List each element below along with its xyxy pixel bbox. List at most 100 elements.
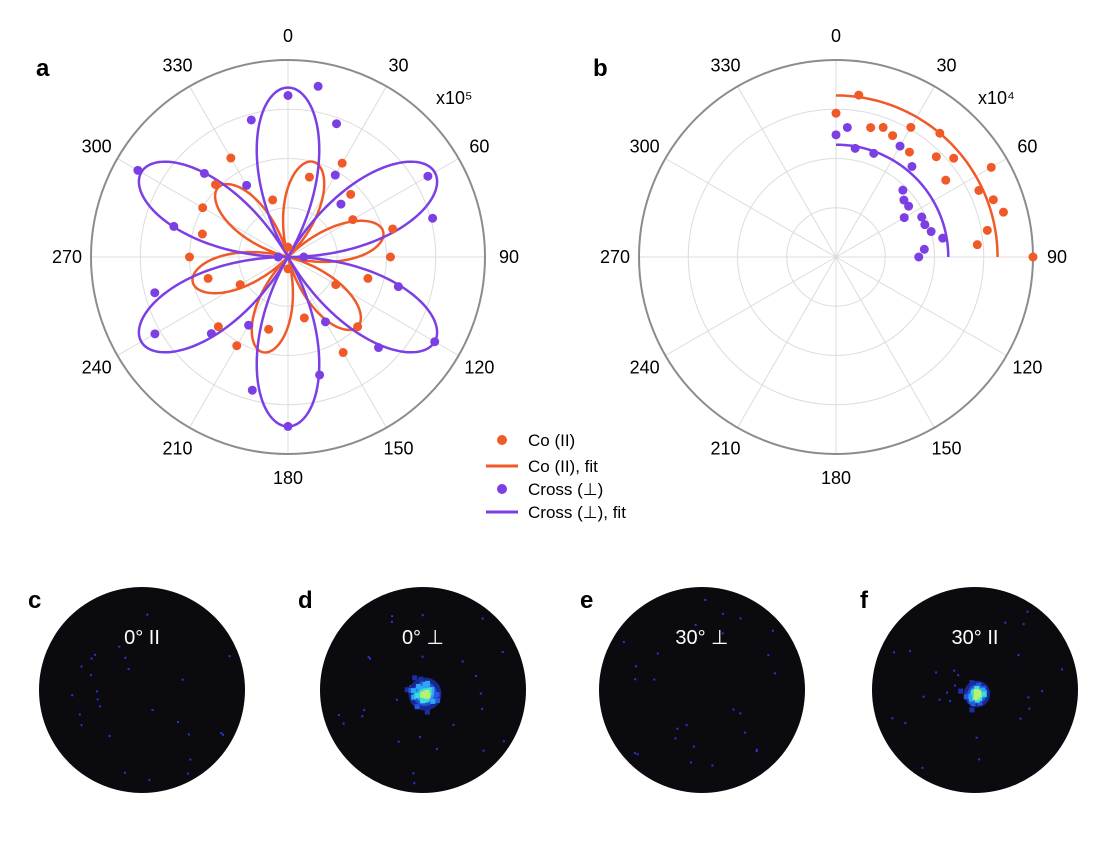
signal-pixel [963, 694, 969, 700]
data-point [935, 128, 945, 138]
noise-pixel [220, 732, 223, 735]
signal-pixel [412, 675, 418, 681]
data-point [242, 180, 252, 190]
noise-pixel [755, 750, 758, 753]
angle-tick-label: 180 [273, 468, 303, 488]
noise-pixel [89, 674, 92, 677]
data-point [353, 322, 363, 332]
data-point [388, 224, 398, 234]
noise-pixel [418, 735, 421, 738]
angle-tick-label: 330 [162, 56, 192, 76]
angle-tick-label: 300 [630, 137, 660, 157]
noise-pixel [739, 712, 742, 715]
grid-spoke [117, 256, 289, 356]
legend: Co (II) Co (II), fit Cross (⊥) Cross (⊥)… [486, 431, 626, 522]
data-point [232, 341, 242, 351]
signal-pixel [434, 698, 440, 704]
data-point [320, 317, 330, 327]
fit-curve [835, 143, 950, 258]
signal-pixel [414, 693, 420, 699]
noise-pixel [96, 698, 99, 701]
noise-pixel [922, 695, 925, 698]
data-point [888, 131, 898, 141]
data-point [313, 81, 323, 91]
data-point [917, 212, 927, 222]
angle-tick-label: 300 [82, 137, 112, 157]
signal-pixel [425, 680, 431, 686]
data-point [363, 273, 373, 283]
data-point [904, 147, 914, 157]
angle-tick-label: 270 [52, 247, 82, 267]
noise-pixel [118, 645, 121, 648]
noise-pixel [222, 733, 225, 736]
data-point [283, 242, 293, 252]
noise-pixel [633, 752, 636, 755]
signal-pixel [422, 682, 428, 688]
data-point [203, 273, 213, 283]
noise-pixel [395, 698, 398, 701]
panel-letter-b: b [593, 55, 608, 82]
data-point [1028, 252, 1038, 262]
data-point [336, 199, 346, 209]
signal-pixel [411, 688, 417, 694]
fit-curve [835, 94, 999, 258]
noise-pixel [413, 782, 416, 785]
noise-pixel [479, 692, 482, 695]
noise-pixel [127, 668, 130, 671]
signal-pixel [424, 709, 430, 715]
noise-pixel [634, 678, 637, 681]
noise-pixel [935, 671, 938, 674]
noise-pixel [1026, 610, 1029, 613]
noise-pixel [767, 654, 770, 657]
data-point [332, 119, 342, 129]
data-point [831, 108, 841, 118]
noise-pixel [690, 761, 693, 764]
data-point [869, 148, 879, 158]
angle-tick-label: 210 [162, 438, 192, 458]
noise-pixel [1060, 668, 1063, 671]
noise-pixel [361, 715, 364, 718]
noise-pixel [337, 714, 340, 717]
data-point [842, 122, 852, 132]
noise-pixel [78, 713, 81, 716]
noise-pixel [704, 598, 707, 601]
scale-label-b: x10⁴ [978, 88, 1015, 108]
noise-pixel [90, 657, 93, 660]
noise-pixel [771, 629, 774, 632]
data-point [895, 141, 905, 151]
legend-label-co: Co (II) [528, 431, 575, 450]
signal-pixel [958, 688, 964, 694]
noise-pixel [975, 736, 978, 739]
data-point [938, 233, 948, 243]
signal-pixel [415, 684, 421, 690]
grid-spoke [665, 256, 837, 356]
data-point [213, 322, 223, 332]
data-point [304, 172, 314, 182]
noise-pixel [953, 669, 956, 672]
angle-tick-label: 30 [388, 56, 408, 76]
data-point [283, 90, 293, 100]
noise-pixel [391, 615, 394, 618]
data-point [428, 213, 438, 223]
noise-pixel [94, 653, 97, 656]
noise-pixel [124, 656, 127, 659]
signal-pixel [434, 692, 440, 698]
angle-tick-label: 150 [931, 438, 961, 458]
data-point [941, 175, 951, 185]
signal-pixel [414, 704, 420, 710]
angle-tick-label: 210 [710, 438, 740, 458]
data-point [331, 280, 341, 290]
noise-pixel [435, 748, 438, 751]
data-point [150, 329, 160, 339]
angle-tick-label: 90 [499, 247, 519, 267]
noise-pixel [676, 727, 679, 730]
signal-pixel [969, 707, 975, 713]
signal-pixel [980, 691, 986, 697]
data-point [283, 421, 293, 431]
data-point [338, 348, 348, 358]
signal-spot [974, 691, 980, 697]
noise-pixel [461, 660, 464, 663]
noise-pixel [891, 717, 894, 720]
data-point [907, 161, 917, 171]
